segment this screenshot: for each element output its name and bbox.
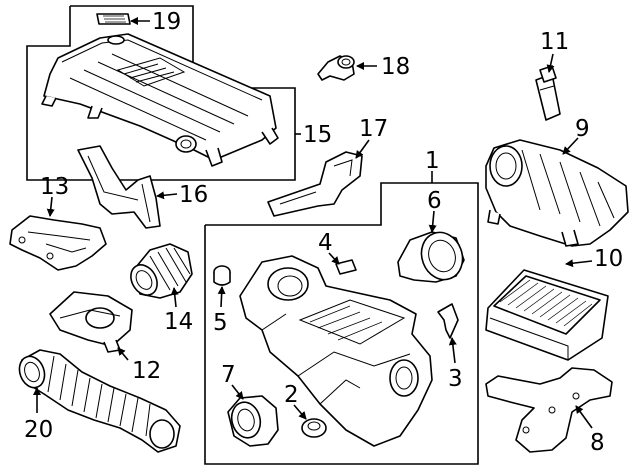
- leader-14: [170, 287, 179, 308]
- leader-13: [46, 196, 55, 217]
- callout-4: 4: [318, 230, 333, 256]
- part-5-grommet: [213, 265, 231, 286]
- part-12-air-guide: [49, 291, 133, 353]
- leader-3: [448, 337, 457, 364]
- air-cleaner-group-box: [204, 182, 479, 465]
- leader-9: [562, 137, 579, 155]
- part-4-clip: [335, 259, 357, 275]
- leader-4: [328, 252, 340, 265]
- callout-3: 3: [448, 366, 463, 392]
- part-20-corrugated-hose: [18, 349, 181, 453]
- leader-17: [355, 139, 370, 159]
- part-3-clip: [437, 303, 459, 339]
- leader-2: [293, 404, 307, 420]
- part-19-label-plate: [96, 13, 131, 25]
- callout-15: 15: [303, 122, 332, 148]
- part-2-grommet: [301, 418, 327, 438]
- engine-cover-group-box: [26, 5, 296, 181]
- part-11-sensor: [535, 65, 561, 121]
- callout-19: 19: [152, 9, 181, 35]
- callout-20: 20: [24, 417, 53, 443]
- part-6-inlet-tube: [397, 231, 465, 283]
- callout-17: 17: [359, 116, 388, 142]
- callout-11: 11: [540, 29, 569, 55]
- leader-16: [156, 191, 178, 200]
- leader-10: [565, 259, 593, 268]
- callout-16: 16: [179, 182, 208, 208]
- part-16-bracket: [77, 145, 161, 229]
- leader-11: [546, 53, 555, 73]
- part-1-air-cleaner-housing: [239, 255, 433, 447]
- part-7-resonator-tube: [227, 395, 279, 447]
- part-9-intake-duct: [485, 139, 629, 247]
- callout-8: 8: [590, 430, 605, 456]
- leader-8: [575, 405, 593, 429]
- callout-2: 2: [284, 382, 299, 408]
- callout-14: 14: [164, 309, 193, 335]
- part-15-engine-cover: [41, 33, 279, 167]
- leader-5: [217, 286, 226, 308]
- part-8-bracket: [485, 367, 613, 453]
- callout-10: 10: [594, 246, 623, 272]
- part-17-bracket-arm: [267, 151, 363, 217]
- part-18-clip: [317, 55, 355, 81]
- callout-1: 1: [425, 148, 440, 174]
- callout-13: 13: [40, 174, 69, 200]
- leader-6: [428, 210, 437, 233]
- callout-9: 9: [575, 116, 590, 142]
- callout-18: 18: [381, 54, 410, 80]
- callout-6: 6: [427, 188, 442, 214]
- part-14-bellows-hose: [130, 243, 193, 299]
- leader-12: [117, 347, 129, 361]
- part-10-air-filter: [485, 269, 609, 361]
- callout-7: 7: [221, 362, 236, 388]
- callout-5: 5: [213, 310, 228, 336]
- callout-12: 12: [132, 358, 161, 384]
- part-13-bracket: [9, 215, 107, 271]
- leader-7: [231, 384, 244, 400]
